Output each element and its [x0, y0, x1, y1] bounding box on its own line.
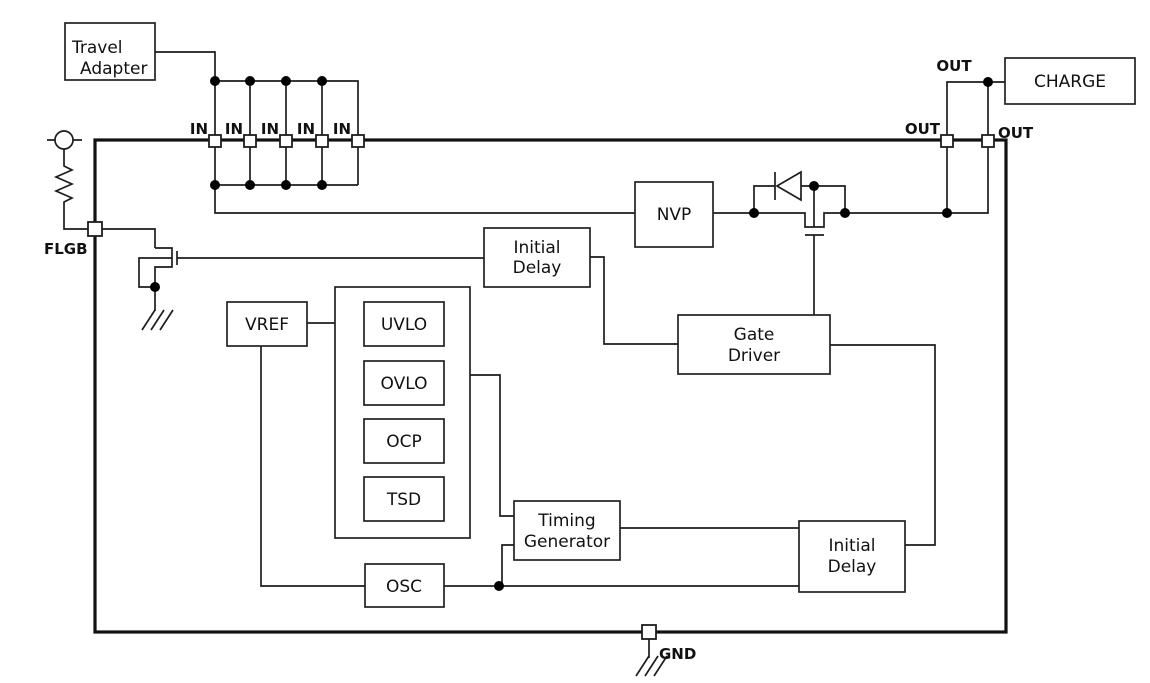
in-label-1: IN	[190, 120, 208, 138]
wires	[47, 51, 1005, 658]
gate-driver-label-1: Gate	[734, 325, 775, 345]
initial-delay-bottom-label-1: Initial	[828, 536, 875, 556]
gnd-label: GND	[659, 645, 696, 663]
block-vref: VREF	[226, 301, 308, 347]
diode-symbol	[775, 170, 802, 202]
nvp-label: NVP	[657, 205, 692, 225]
block-nvp: NVP	[634, 181, 714, 248]
timing-generator-label-2: Generator	[524, 532, 610, 552]
vref-label: VREF	[245, 315, 289, 335]
pin-flgb	[87, 221, 103, 237]
pin-in-1	[208, 134, 222, 148]
ground-symbol-fet	[141, 309, 174, 331]
ocp-label: OCP	[386, 432, 422, 452]
ground-symbol-gnd	[635, 655, 668, 677]
osc-label: OSC	[386, 577, 422, 597]
in-label-4: IN	[297, 120, 315, 138]
ovlo-label: OVLO	[381, 374, 428, 394]
in-label-2: IN	[225, 120, 243, 138]
pin-in-5	[351, 134, 365, 148]
block-initial-delay-bottom: Initial Delay	[798, 520, 906, 593]
timing-generator-label-1: Timing	[537, 511, 595, 531]
charge-label: CHARGE	[1034, 72, 1106, 92]
pin-out-2	[981, 134, 995, 148]
block-protection-group: UVLO OVLO OCP TSD	[334, 286, 471, 539]
block-initial-delay-top: Initial Delay	[483, 227, 591, 288]
tsd-label: TSD	[386, 490, 421, 510]
uvlo-label: UVLO	[381, 315, 427, 335]
flgb-label: FLGB	[44, 240, 88, 258]
pin-labels: IN IN IN IN IN OUT OUT OUT FLGB GND	[44, 57, 1034, 663]
block-charge: CHARGE	[1004, 57, 1136, 105]
out-node-label: OUT	[936, 57, 972, 75]
initial-delay-top-label-1: Initial	[513, 238, 560, 258]
gate-driver-label-2: Driver	[728, 346, 780, 366]
in-label-5: IN	[333, 120, 351, 138]
pin-gnd	[641, 624, 657, 640]
in-label-3: IN	[261, 120, 279, 138]
input-terminal-circle	[54, 130, 74, 150]
ic-boundary	[93, 138, 1008, 634]
travel-adapter-label-1: Travel	[71, 38, 123, 58]
initial-delay-top-label-2: Delay	[513, 258, 562, 278]
junction-dots	[150, 76, 993, 591]
out-pin-label-1: OUT	[905, 120, 941, 138]
pin-out-1	[940, 134, 954, 148]
pin-squares	[87, 134, 995, 640]
travel-adapter-label-2: Adapter	[80, 59, 147, 79]
block-gate-driver: Gate Driver	[677, 314, 831, 375]
block-timing-generator: Timing Generator	[513, 500, 621, 561]
pin-in-4	[315, 134, 329, 148]
pin-in-3	[279, 134, 293, 148]
initial-delay-bottom-label-2: Delay	[828, 557, 877, 577]
out-pin-label-2: OUT	[998, 124, 1034, 142]
block-travel-adapter: Travel Adapter	[64, 22, 156, 81]
block-osc: OSC	[364, 563, 445, 608]
pin-in-2	[243, 134, 257, 148]
